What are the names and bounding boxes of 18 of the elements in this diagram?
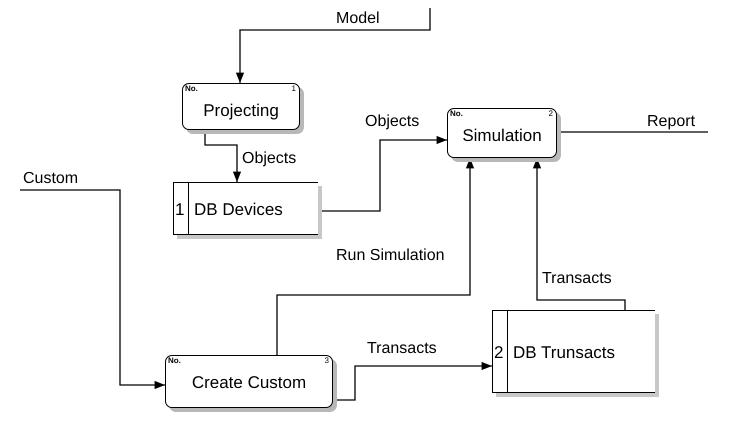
process-number: 1 (292, 84, 296, 93)
process-name: Create Custom (190, 373, 308, 393)
process-name: Simulation (461, 126, 543, 146)
edge-label: Report (646, 113, 696, 131)
number-prefix: No. (168, 356, 181, 365)
store-number: 2 (494, 342, 504, 362)
process-name: Projecting (202, 101, 280, 121)
store-name: DB Devices (194, 200, 283, 220)
edge-label: Objects (364, 113, 420, 131)
edge-label: Objects (241, 150, 298, 168)
process-number: 3 (324, 356, 329, 365)
flow-arrow (20, 189, 165, 390)
process-number: 2 (548, 109, 553, 118)
store-number: 1 (175, 200, 184, 220)
number-prefix: No. (185, 84, 198, 93)
flow-arrow (236, 8, 431, 83)
store-name: DB Trunsacts (513, 342, 616, 362)
number-prefix: No. (450, 109, 463, 118)
